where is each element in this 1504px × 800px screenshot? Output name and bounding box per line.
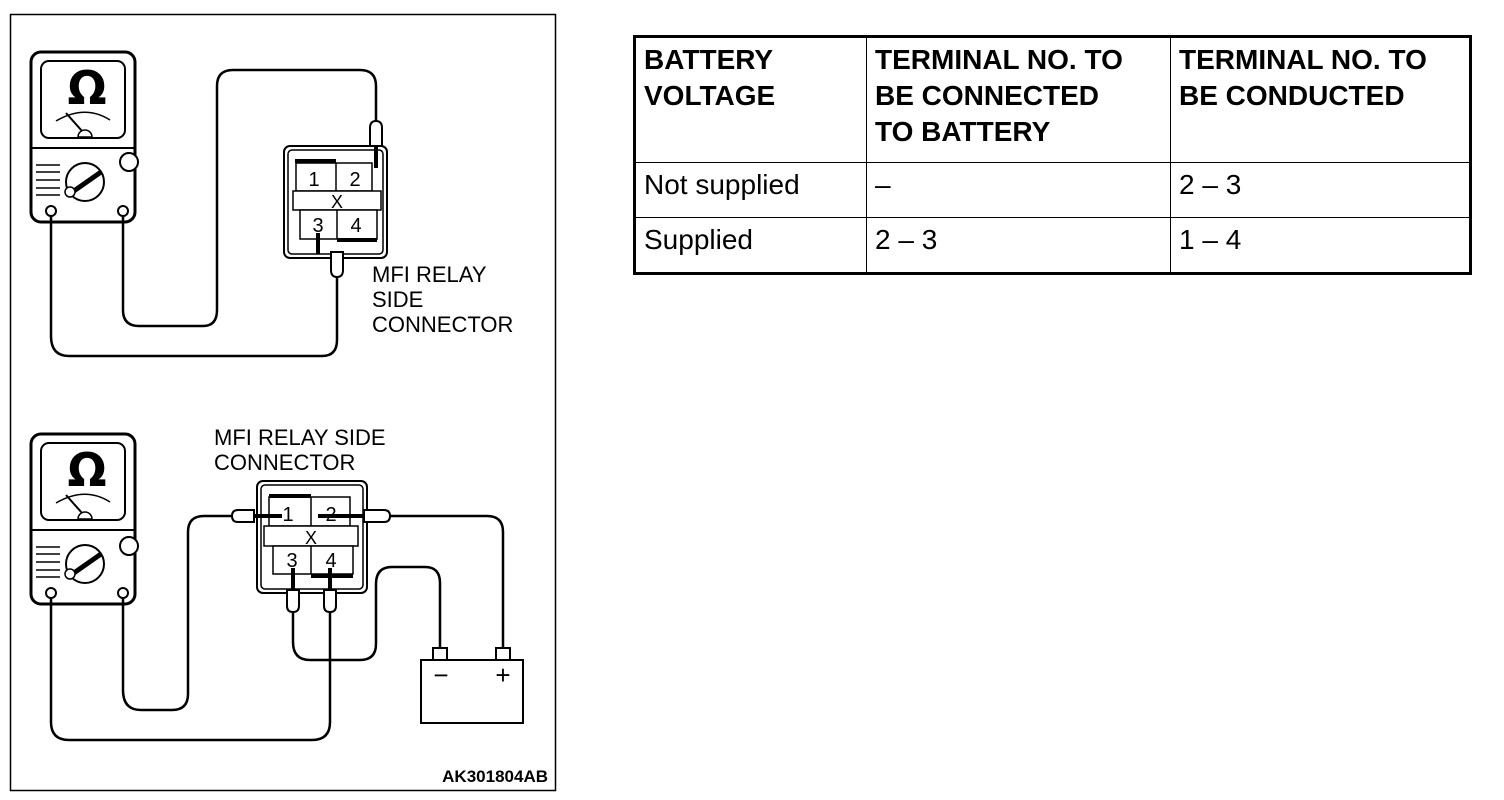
cell-battery-voltage: Supplied (634, 217, 867, 274)
table-row: Supplied 2 – 3 1 – 4 (634, 217, 1471, 274)
cell-conducted: 2 – 3 (1170, 162, 1471, 218)
probe-terminal-2 (318, 509, 392, 523)
needle-pivot (77, 511, 93, 520)
top-connector-label-line-2: SIDE (372, 287, 423, 312)
bottom-relay-connector: 1 2 X 3 4 (256, 480, 368, 594)
battery-negative-label: − (433, 660, 448, 690)
battery-positive-lead (390, 514, 505, 648)
terminal-1-label: 1 (308, 169, 319, 191)
adjust-knob-icon (119, 152, 139, 172)
diagram-svg: Ω 1 2 X 3 4 (9, 13, 557, 792)
probe-terminal-4 (323, 568, 337, 614)
test-lead-to-terminal-2 (121, 68, 378, 328)
meter-display (40, 442, 126, 521)
meter-scale-arc (55, 111, 111, 122)
ohm-symbol: Ω (67, 443, 106, 497)
cell-battery-voltage: Not supplied (634, 162, 867, 218)
meter-display (40, 60, 126, 139)
range-selector-dial-icon (36, 544, 105, 584)
header-terminal-connected: TERMINAL NO. TO BE CONNECTED TO BATTERY (866, 36, 1171, 163)
terminal-4-label: 4 (350, 215, 361, 237)
meter-terminal-com (45, 587, 57, 599)
ohm-symbol: Ω (67, 61, 106, 115)
probe-terminal-3 (286, 568, 300, 614)
figure-frame (9, 13, 557, 792)
header-terminal-conducted: TERMINAL NO. TO BE CONDUCTED (1170, 36, 1471, 163)
battery-positive-label: + (495, 660, 510, 690)
terminal-3-label: 3 (286, 550, 297, 572)
cell-connected-to-battery: – (866, 162, 1171, 218)
relay-test-diagram: Ω 1 2 X 3 4 (0, 0, 560, 800)
meter-needle (65, 494, 83, 514)
bottom-connector-label-line-2: CONNECTOR (214, 450, 355, 475)
cell-connected-to-battery: 2 – 3 (866, 217, 1171, 274)
bottom-connector-label-line-1: MFI RELAY SIDE (214, 425, 386, 450)
probe-terminal-2 (369, 119, 383, 168)
top-ohmmeter: Ω (29, 50, 139, 224)
test-lead-to-terminal-1 (121, 514, 232, 712)
meter-terminal-v-ohm (117, 205, 129, 217)
table-header-row: BATTERY VOLTAGE TERMINAL NO. TO BE CONNE… (634, 36, 1471, 163)
probe-terminal-3 (316, 233, 344, 279)
test-lead-to-terminal-3 (49, 216, 339, 358)
top-relay-connector: 1 2 X 3 4 (283, 145, 388, 259)
meter-terminal-v-ohm (117, 587, 129, 599)
connector-key-mark: X (305, 528, 317, 548)
top-connector-label-line-1: MFI RELAY (372, 262, 487, 287)
probe-terminal-1 (230, 509, 282, 523)
figure-id: AK301804AB (442, 767, 548, 786)
needle-pivot (77, 129, 93, 138)
meter-terminal-com (45, 205, 57, 217)
bottom-ohmmeter: Ω (29, 432, 139, 606)
battery-icon: − + (420, 647, 524, 724)
adjust-knob-icon (119, 536, 139, 556)
table-row: Not supplied – 2 – 3 (634, 162, 1471, 218)
connector-key-mark: X (331, 192, 343, 212)
top-connector-label-line-3: CONNECTOR (372, 312, 513, 337)
test-lead-to-terminal-4 (49, 598, 332, 742)
cell-conducted: 1 – 4 (1170, 217, 1471, 274)
terminal-2-label: 2 (349, 169, 360, 191)
meter-scale-arc (55, 493, 111, 504)
terminal-4-label: 4 (325, 550, 336, 572)
header-battery-voltage: BATTERY VOLTAGE (634, 36, 867, 163)
terminal-1-label: 1 (282, 504, 293, 526)
terminal-3-label: 3 (312, 215, 323, 237)
relay-conduction-table: BATTERY VOLTAGE TERMINAL NO. TO BE CONNE… (633, 35, 1472, 275)
meter-needle (65, 112, 83, 132)
range-selector-dial-icon (36, 162, 105, 202)
battery-negative-lead (291, 565, 442, 662)
